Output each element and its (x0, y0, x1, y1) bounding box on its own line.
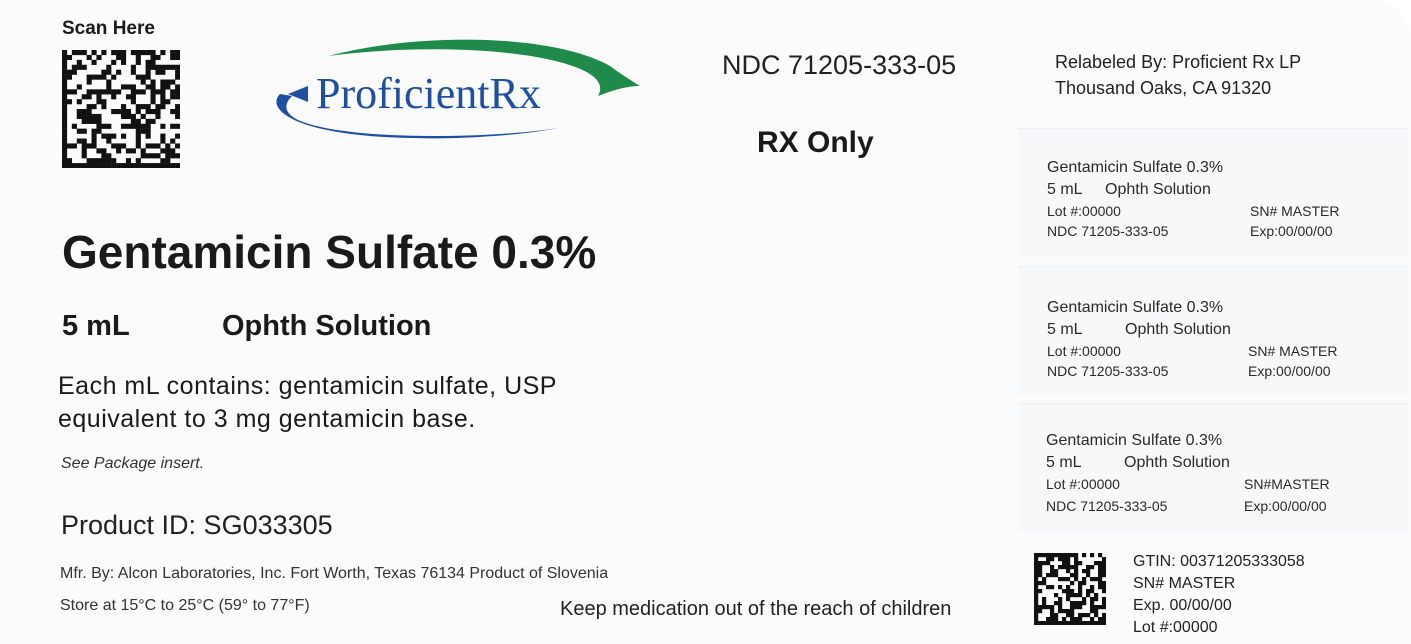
mini-label-name: Gentamicin Sulfate 0.3% (1047, 299, 1224, 316)
mini-label: Gentamicin Sulfate 0.3% 5 mL Ophth Solut… (1018, 403, 1408, 532)
mini-label-ndc: NDC 71205-333-05 (1046, 498, 1168, 514)
mini-label-ndc: NDC 71205-333-05 (1047, 223, 1169, 239)
mini-label-exp: Exp:00/00/00 (1248, 363, 1331, 379)
scan-here-label: Scan Here (62, 18, 155, 39)
product-name: Gentamicin Sulfate 0.3% (62, 226, 597, 278)
expiration: Exp. 00/00/00 (1133, 597, 1232, 614)
mini-label-qty: 5 mL (1047, 321, 1083, 338)
mini-label-name: Gentamicin Sulfate 0.3% (1047, 159, 1224, 176)
contains-line-1: Each mL contains: gentamicin sulfate, US… (58, 372, 557, 400)
mini-label-form: Ophth Solution (1125, 321, 1231, 338)
mini-label-sn: SN# MASTER (1250, 203, 1340, 219)
contains-line-2: equivalent to 3 mg gentamicin base. (58, 405, 476, 433)
proficientrx-logo: ProficientRx (258, 34, 642, 146)
mini-label-name: Gentamicin Sulfate 0.3% (1046, 432, 1223, 449)
relabeled-by: Relabeled By: Proficient Rx LP (1055, 52, 1302, 72)
datamatrix-code-small (1034, 553, 1106, 625)
serial-number: SN# MASTER (1133, 575, 1236, 592)
product-id: Product ID: SG033305 (61, 510, 333, 540)
logo-text: ProficientRx (316, 69, 541, 118)
mini-label: Gentamicin Sulfate 0.3% 5 mL Ophth Solut… (1018, 128, 1408, 257)
mini-label-form: Ophth Solution (1124, 454, 1230, 471)
mini-label-sn: SN#MASTER (1244, 476, 1330, 492)
child-safety-warning: Keep medication out of the reach of chil… (560, 598, 952, 620)
datamatrix-code (62, 50, 180, 168)
lot-number: Lot #:00000 (1133, 619, 1218, 636)
storage-instructions: Store at 15°C to 25°C (59° to 77°F) (60, 597, 310, 614)
mini-label-lot: Lot #:00000 (1046, 476, 1120, 492)
manufacturer: Mfr. By: Alcon Laboratories, Inc. Fort W… (60, 565, 609, 582)
mini-label-form: Ophth Solution (1105, 181, 1211, 198)
mini-label-exp: Exp:00/00/00 (1244, 498, 1327, 514)
mini-label-qty: 5 mL (1046, 454, 1082, 471)
mini-label: Gentamicin Sulfate 0.3% 5 mL Ophth Solut… (1018, 266, 1408, 395)
mini-label-qty: 5 mL (1047, 181, 1083, 198)
product-quantity: 5 mL (62, 310, 130, 342)
ndc-number: NDC 71205-333-05 (722, 50, 957, 80)
rx-only: RX Only (757, 126, 874, 159)
mini-label-lot: Lot #:00000 (1047, 203, 1121, 219)
package-insert-note: See Package insert. (61, 455, 205, 472)
gtin: GTIN: 00371205333058 (1133, 553, 1305, 570)
mini-label-sn: SN# MASTER (1248, 343, 1338, 359)
mini-label-lot: Lot #:00000 (1047, 343, 1121, 359)
relabeler-address: Thousand Oaks, CA 91320 (1055, 78, 1272, 98)
mini-label-ndc: NDC 71205-333-05 (1047, 363, 1169, 379)
mini-label-exp: Exp:00/00/00 (1250, 223, 1333, 239)
product-form: Ophth Solution (222, 310, 432, 342)
